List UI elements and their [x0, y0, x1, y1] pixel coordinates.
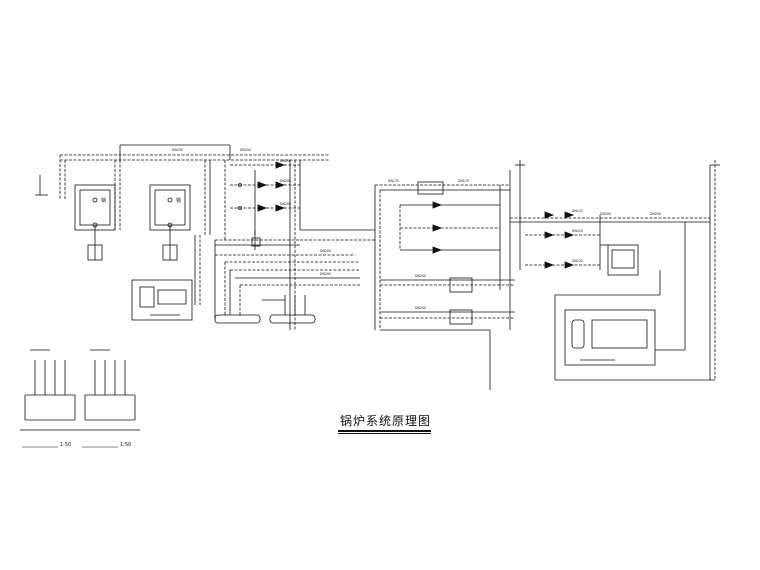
water-treatment-unit-1 [131, 279, 193, 321]
pipe-label: DN200 [280, 159, 291, 163]
pipe-label: DN250 [240, 148, 251, 152]
heat-exchanger-3 [449, 309, 473, 325]
scale-label: 1:50 [120, 442, 131, 448]
heat-exchanger-1 [417, 181, 444, 195]
pipe-label: DN200 [320, 272, 331, 276]
pipe-label: DN200 [600, 212, 611, 216]
pipe-label: DN250 [172, 148, 183, 152]
pipe-label: DN200 [280, 179, 291, 183]
detail-drawing-2 [80, 349, 140, 431]
pipe-label: DN200 [320, 249, 331, 253]
detail-drawing-1 [20, 349, 80, 431]
pipe-label: DN250 [650, 212, 661, 216]
water-treatment-unit-2 [564, 309, 656, 366]
pipe-label: DN200 [415, 306, 426, 310]
boiler-1-symbol: 锅 [101, 197, 106, 204]
pipe-label: DN175 [458, 179, 469, 183]
pipe-label: DN200 [280, 202, 291, 206]
pipe-label: DN175 [388, 179, 399, 183]
title-underline [338, 430, 431, 432]
pipe-label: DN200 [415, 274, 426, 278]
softener-unit [607, 244, 639, 276]
boiler-2-symbol: 锅 [176, 197, 181, 204]
pipe-label: DN125 [572, 229, 583, 233]
pipe-label: DN125 [572, 209, 583, 213]
scale-label: 1:50 [60, 442, 71, 448]
title-underline [338, 433, 431, 434]
distributor-header-2 [269, 314, 316, 324]
pipe-label: DN125 [572, 259, 583, 263]
distributor-header-1 [214, 314, 261, 324]
diagram-title: 锅炉系统原理图 [340, 414, 432, 428]
